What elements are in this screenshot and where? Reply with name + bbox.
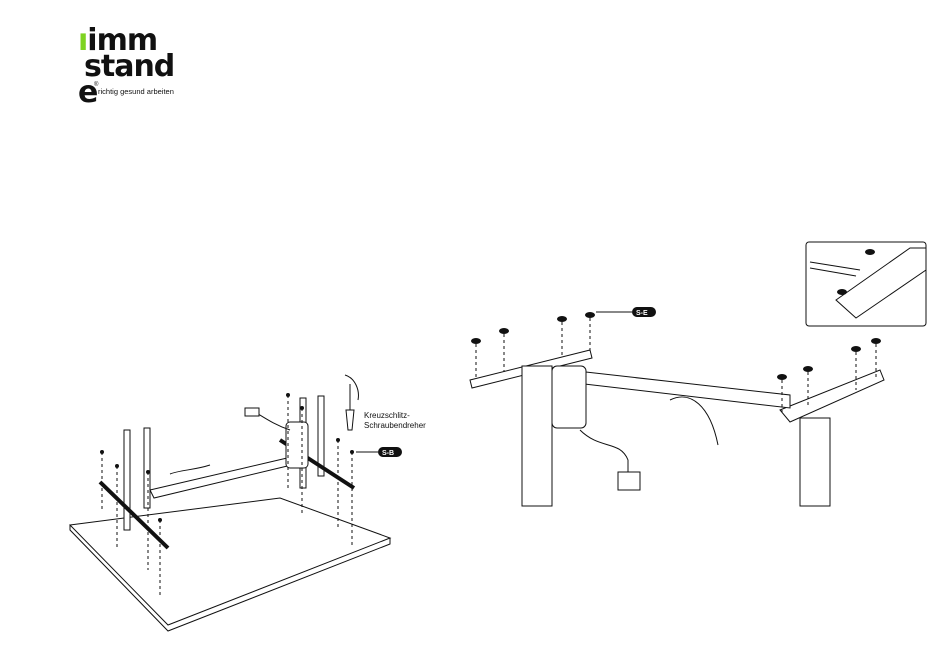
plug-cap bbox=[803, 366, 813, 372]
plug-cap bbox=[585, 312, 595, 318]
tabletop bbox=[70, 498, 390, 625]
screw bbox=[158, 518, 162, 522]
screw bbox=[100, 450, 104, 454]
plug-cap bbox=[777, 374, 787, 380]
logo-tagline: richtig gesund arbeiten bbox=[98, 87, 174, 96]
part-badge-se-label: S-E bbox=[636, 310, 648, 317]
tool-label-line-1: Kreuzschlitz- bbox=[364, 411, 410, 420]
screw bbox=[115, 464, 119, 468]
screwdriver bbox=[346, 384, 354, 430]
left-leg-column bbox=[124, 430, 130, 530]
screw bbox=[336, 438, 340, 442]
left-leg-column bbox=[522, 366, 552, 506]
right-top-bracket bbox=[780, 370, 884, 422]
plug-cap bbox=[471, 338, 481, 344]
plug-cap bbox=[557, 316, 567, 322]
motor-housing bbox=[286, 422, 308, 468]
power-cable bbox=[670, 397, 718, 445]
plug-cap-detail bbox=[837, 289, 847, 295]
right-assembly-illustration: S-E bbox=[460, 240, 930, 510]
screw bbox=[300, 406, 304, 410]
tool-label-line-2: Schraubendreher bbox=[364, 421, 426, 430]
plug-cap bbox=[499, 328, 509, 334]
control-box bbox=[245, 408, 259, 416]
crossbar bbox=[150, 455, 304, 498]
screw bbox=[286, 393, 290, 397]
power-cable bbox=[170, 465, 210, 474]
screw bbox=[146, 470, 150, 474]
left-assembly-illustration: Kreuzschlitz- Schraubendreher S-B bbox=[60, 370, 430, 640]
plug-cap-detail bbox=[865, 249, 875, 255]
right-leg-column bbox=[800, 418, 830, 506]
part-badge-sb-label: S-B bbox=[382, 450, 394, 457]
plug-cap bbox=[871, 338, 881, 344]
brand-logo: ıimm stand e ® richtig gesund arbeiten bbox=[78, 26, 218, 106]
screw bbox=[350, 450, 354, 454]
hand-switch bbox=[618, 472, 640, 490]
motor-housing bbox=[552, 366, 586, 428]
plug-cap bbox=[851, 346, 861, 352]
hand-switch-cable bbox=[580, 430, 628, 472]
